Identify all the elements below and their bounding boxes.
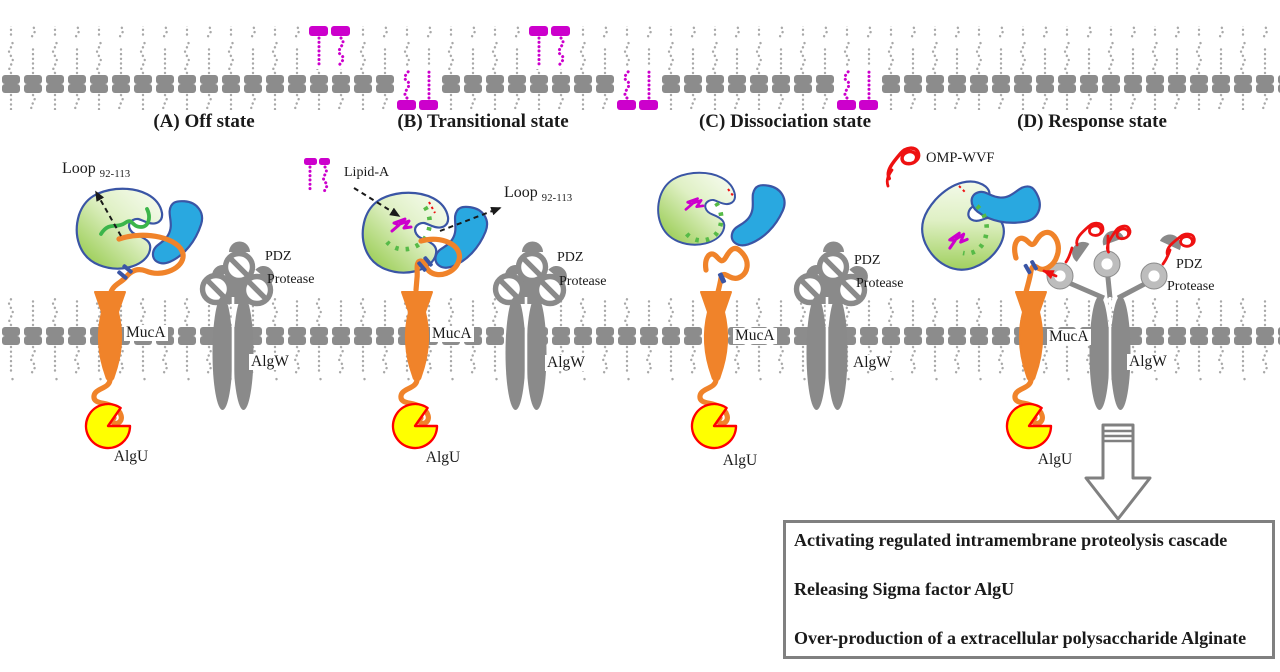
- protein-label-algu-b: AlgU: [425, 449, 461, 466]
- pdz-label-d: PDZ: [1176, 257, 1203, 272]
- protein-label-algw-a: AlgW: [249, 353, 291, 371]
- protein-label-muca-a: MucA: [124, 324, 168, 342]
- mucb-domain: [75, 187, 164, 270]
- muca-periplasmic-domain: [413, 236, 462, 293]
- outcome-line-3: Over-production of a extracellular polys…: [794, 628, 1247, 648]
- lipid-a-icon: [302, 156, 332, 194]
- panel-d-response-state: [885, 146, 1195, 448]
- loop-annotation-b: Loop 92-113: [504, 184, 573, 204]
- protein-label-muca-b: MucA: [430, 325, 474, 343]
- state-label-c: (C) Dissociation state: [698, 111, 872, 132]
- omp-wvf-icon: [886, 146, 921, 181]
- outcome-line-2: Releasing Sigma factor AlgU: [794, 579, 1015, 599]
- mucb-blue-domain: [727, 178, 792, 257]
- protease-label-d: Protease: [1167, 279, 1215, 294]
- omp-wvf-label: OMP-WVF: [926, 150, 995, 166]
- muca-cleavage-site: [417, 256, 433, 272]
- pdz-label-c: PDZ: [854, 253, 881, 268]
- protein-label-algu-a: AlgU: [113, 448, 149, 465]
- strain-marks: [958, 185, 967, 194]
- panel-a-off-state: [75, 187, 278, 448]
- protein-label-algw-b: AlgW: [545, 354, 587, 372]
- muca-periplasmic-free: [703, 245, 750, 295]
- protein-label-muca-d: MucA: [1047, 328, 1091, 346]
- omp-wvf-icon-tail: [885, 168, 894, 188]
- lipid-a-label: Lipid-A: [344, 165, 390, 180]
- protein-label-algu-d: AlgU: [1037, 451, 1073, 468]
- cleavage-arrow: [1042, 269, 1058, 280]
- loop-annotation-arrow: [439, 207, 502, 232]
- panel-c-dissociation-state: [657, 171, 872, 448]
- protein-label-algw-d: AlgW: [1127, 353, 1169, 371]
- outcome-box: Activating regulated intramembrane prote…: [783, 520, 1275, 659]
- pdz-label-b: PDZ: [557, 250, 584, 265]
- lipid-a-molecule: [613, 65, 663, 114]
- strain-marks: [727, 188, 735, 198]
- muca-cleavage-site: [717, 272, 727, 284]
- loop-annotation-a: Loop 92-113: [62, 160, 131, 180]
- lipid-a-molecule: [525, 23, 575, 71]
- mucb-domain: [905, 167, 1025, 287]
- lipid-a-molecule: [393, 65, 443, 114]
- outcome-line-1: Activating regulated intramembrane prote…: [794, 530, 1228, 550]
- outer-membrane: [0, 23, 1280, 114]
- muca-periplasmic-free: [1012, 229, 1061, 295]
- lipid-a-molecule: [833, 65, 883, 114]
- state-label-d: (D) Response state: [1017, 111, 1167, 132]
- protein-label-algw-c: AlgW: [851, 354, 893, 372]
- lipid-a-molecule: [305, 23, 355, 71]
- muca-cleavage-site: [1023, 260, 1038, 275]
- pdz-label-a: PDZ: [265, 249, 292, 264]
- protease-label-a: Protease: [267, 272, 315, 287]
- result-arrow: [1084, 423, 1152, 521]
- mucb-domain: [657, 171, 736, 246]
- loop-92-113-dotted: [684, 201, 724, 243]
- protease-label-c: Protease: [856, 276, 904, 291]
- protease-label-b: Protease: [559, 274, 607, 289]
- muca-cleavage-site: [117, 264, 133, 280]
- strain-marks: [428, 201, 436, 214]
- muca-periplasmic-domain: [108, 232, 186, 295]
- protein-label-muca-c: MucA: [733, 327, 777, 345]
- loop-92-113-dotted: [385, 205, 433, 252]
- state-label-b: (B) Transitional state: [397, 111, 569, 132]
- loop-92-113: [99, 207, 151, 236]
- protein-label-algu-c: AlgU: [722, 452, 758, 469]
- state-label-a: (A) Off state: [153, 111, 255, 132]
- panel-b-transitional-state: [302, 156, 571, 448]
